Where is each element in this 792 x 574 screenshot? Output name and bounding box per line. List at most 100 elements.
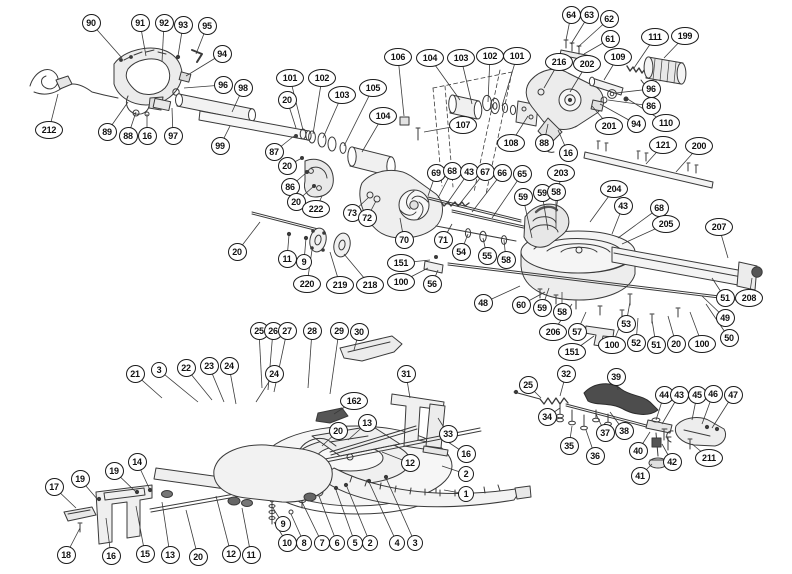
callout-17: 17 (44, 478, 64, 496)
callout-63: 63 (579, 6, 599, 24)
callout-72: 72 (357, 209, 377, 227)
callout-35: 35 (559, 437, 579, 455)
callout-11: 11 (241, 546, 261, 564)
callout-47: 47 (723, 386, 743, 404)
callout-68: 68 (442, 162, 462, 180)
callout-43: 43 (669, 386, 689, 404)
callout-90: 90 (81, 14, 101, 32)
callout-71: 71 (433, 231, 453, 249)
callout-60: 60 (511, 296, 531, 314)
callout-207: 207 (705, 218, 733, 236)
callout-219: 219 (326, 276, 354, 294)
callout-151: 151 (387, 254, 415, 272)
callout-20: 20 (328, 422, 348, 440)
callout-5: 5 (347, 535, 363, 551)
callout-33: 33 (438, 425, 458, 443)
callout-104: 104 (369, 107, 397, 125)
callout-13: 13 (160, 546, 180, 564)
cam-plate-drawing (294, 134, 334, 198)
callout-16: 16 (137, 127, 157, 145)
callout-222: 222 (302, 200, 330, 218)
callout-66: 66 (492, 164, 512, 182)
callout-100: 100 (387, 273, 415, 291)
leader-line-28 (307, 330, 313, 389)
leader-line-25 (258, 330, 263, 389)
callout-96: 96 (213, 76, 233, 94)
callout-96: 96 (641, 80, 661, 98)
callout-59: 59 (513, 188, 533, 206)
callout-100: 100 (598, 336, 626, 354)
callout-20: 20 (277, 91, 297, 109)
callout-92: 92 (154, 14, 174, 32)
callout-61: 61 (600, 30, 620, 48)
leader-line-2 (346, 486, 371, 544)
callout-31: 31 (396, 365, 416, 383)
callout-208: 208 (735, 289, 763, 307)
callout-46: 46 (703, 385, 723, 403)
callout-4: 4 (389, 535, 405, 551)
callout-6: 6 (329, 535, 345, 551)
callout-19: 19 (104, 462, 124, 480)
callout-8: 8 (296, 535, 312, 551)
callout-109: 109 (604, 48, 632, 66)
callout-54: 54 (451, 243, 471, 261)
callout-42: 42 (662, 453, 682, 471)
gear-housing-drawing (359, 169, 443, 239)
callout-21: 21 (125, 365, 145, 383)
callout-220: 220 (293, 275, 321, 293)
callout-13: 13 (357, 414, 377, 432)
leader-line-4 (368, 481, 398, 544)
line-art-layer (29, 39, 763, 545)
callout-206: 206 (539, 323, 567, 341)
callout-14: 14 (127, 453, 147, 471)
callout-65: 65 (512, 165, 532, 183)
callout-9: 9 (275, 516, 291, 532)
callout-34: 34 (537, 408, 557, 426)
callout-199: 199 (671, 27, 699, 45)
callout-16: 16 (456, 445, 476, 463)
callout-67: 67 (475, 163, 495, 181)
callout-101: 101 (276, 69, 304, 87)
callout-16: 16 (101, 547, 121, 565)
callout-87: 87 (264, 143, 284, 161)
flat-bar-drawing (583, 140, 714, 189)
callout-105: 105 (359, 79, 387, 97)
callout-25: 25 (518, 376, 538, 394)
callout-99: 99 (210, 137, 230, 155)
callout-151: 151 (558, 343, 586, 361)
callout-59: 59 (532, 299, 552, 317)
callout-20: 20 (227, 243, 247, 261)
callout-62: 62 (599, 10, 619, 28)
callout-89: 89 (97, 123, 117, 141)
callout-110: 110 (652, 114, 680, 132)
callout-41: 41 (630, 467, 650, 485)
callout-86: 86 (641, 97, 661, 115)
callout-40: 40 (628, 442, 648, 460)
callout-3: 3 (151, 362, 167, 378)
callout-51: 51 (646, 336, 666, 354)
callout-51: 51 (715, 289, 735, 307)
callout-58: 58 (546, 183, 566, 201)
callout-57: 57 (567, 323, 587, 341)
callout-55: 55 (477, 247, 497, 265)
callout-20: 20 (666, 335, 686, 353)
callout-10: 10 (277, 534, 297, 552)
callout-32: 32 (556, 365, 576, 383)
callout-104: 104 (416, 49, 444, 67)
callout-9: 9 (296, 254, 312, 270)
bevel-arm-drawing (525, 39, 687, 153)
callout-111: 111 (641, 28, 669, 46)
leader-line-102 (312, 77, 323, 135)
callout-23: 23 (199, 357, 219, 375)
callout-20: 20 (277, 157, 297, 175)
callout-30: 30 (349, 323, 369, 341)
slide-tube-drawing (175, 93, 312, 141)
callout-88: 88 (118, 127, 138, 145)
callout-211: 211 (695, 449, 723, 467)
callout-16: 16 (558, 144, 578, 162)
callout-212: 212 (35, 121, 63, 139)
callout-2: 2 (362, 535, 378, 551)
callout-53: 53 (616, 315, 636, 333)
callout-39: 39 (606, 368, 626, 386)
callout-52: 52 (626, 334, 646, 352)
